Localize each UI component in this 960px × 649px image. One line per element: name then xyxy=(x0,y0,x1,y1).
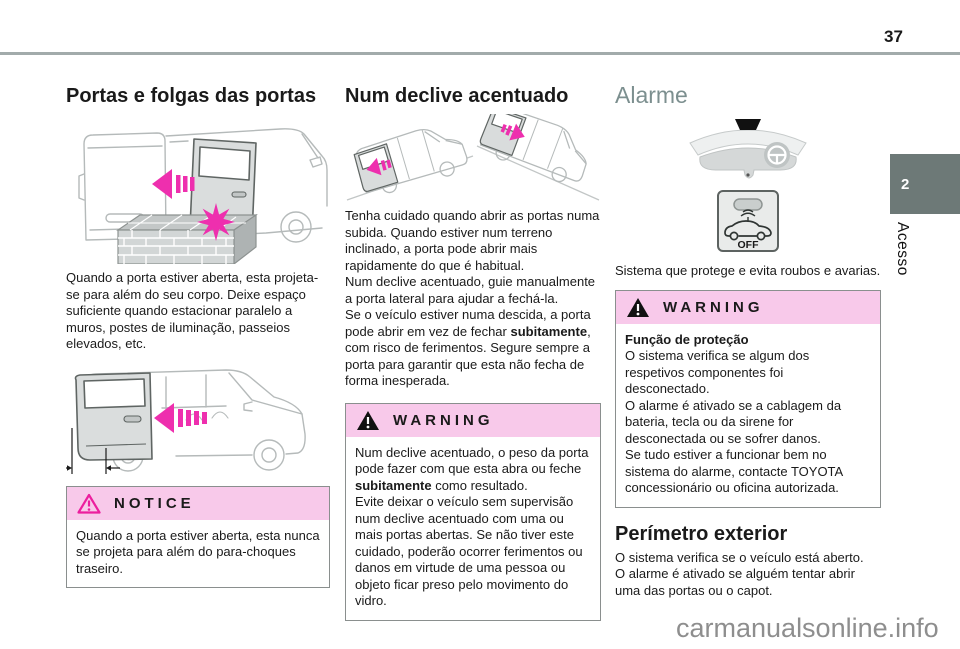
warning-alarme-p1: O sistema verifica se algum dos respetiv… xyxy=(625,348,810,396)
section-title-portas: Portas e folgas das portas xyxy=(66,85,317,107)
column-alarme: Alarme OFF xyxy=(615,82,881,599)
warning-header: WARNING xyxy=(346,403,600,437)
warning-triangle-icon xyxy=(627,297,649,317)
van-door-wall-illustration xyxy=(78,128,328,264)
section-title-declive: Num declive acentuado xyxy=(345,85,569,107)
door-motion-arrow xyxy=(154,402,207,433)
dashboard-overhead-icon xyxy=(689,119,807,179)
watermark-text: carmanualsonline.info xyxy=(676,613,939,643)
alarm-button-label: OFF xyxy=(738,239,760,251)
notice-triangle-icon xyxy=(77,493,101,514)
column-declive: Num declive acentuado xyxy=(345,84,601,621)
portas-paragraph: Quando a porta estiver aberta, esta proj… xyxy=(66,270,319,351)
warning-declive-p1: Num declive acentuado, o peso da porta p… xyxy=(355,444,589,493)
header-rule xyxy=(0,52,960,55)
section-title-perimetro: Perímetro exterior xyxy=(615,522,788,545)
chapter-tab-number: 2 xyxy=(901,175,910,193)
section-title-alarme: Alarme xyxy=(615,82,688,108)
vans-on-slope-illustration xyxy=(346,114,600,201)
door-motion-arrow xyxy=(366,157,392,176)
warning-alarme-heading: Função de proteção xyxy=(625,331,749,347)
perimetro-p2: O alarme é ativado se alguém tentar abri… xyxy=(615,566,855,598)
column-portas: Portas e folgas das portas xyxy=(66,84,330,588)
warning-title: WARNING xyxy=(663,298,764,316)
declive-paragraph-2: Num declive acentuado, guie manualmente … xyxy=(345,274,596,306)
warning-header: WARNING xyxy=(616,290,880,324)
door-motion-arrow xyxy=(152,169,195,199)
warning-alarme-p3: Se tudo estiver a funcionar bem no siste… xyxy=(625,447,843,495)
notice-body: Quando a porta estiver aberta, esta nunc… xyxy=(76,527,320,576)
chapter-tab-label: Acesso xyxy=(894,222,911,276)
alarm-off-button-icon: OFF xyxy=(717,190,779,252)
notice-title: NOTICE xyxy=(114,494,195,512)
chapter-tab: 2 xyxy=(890,154,960,214)
alarme-intro: Sistema que protege e evita roubos e ava… xyxy=(615,263,881,278)
warning-box-declive: WARNING Num declive acentuado, o peso da… xyxy=(345,402,601,621)
notice-header: NOTICE xyxy=(67,486,329,520)
impact-starburst xyxy=(197,203,235,241)
warning-title: WARNING xyxy=(393,411,494,429)
door-motion-arrow xyxy=(500,123,525,141)
warning-declive-p2: Evite deixar o veículo sem supervisão nu… xyxy=(355,494,583,608)
warning-triangle-icon xyxy=(357,410,379,430)
notice-box: NOTICE Quando a porta estiver aberta, es… xyxy=(66,485,330,588)
warning-box-alarme: WARNING Função de proteção O sistema ver… xyxy=(615,289,881,508)
perimetro-p1: O sistema verifica se o veículo está abe… xyxy=(615,549,864,565)
page-number: 37 xyxy=(884,27,903,46)
van-side-door-overhang-illustration xyxy=(66,368,306,474)
declive-paragraph-1: Tenha cuidado quando abrir as portas num… xyxy=(345,208,600,273)
declive-paragraph-3: Se o veículo estiver numa descida, a por… xyxy=(345,307,591,388)
warning-alarme-p2: O alarme é ativado se a cablagem da bate… xyxy=(625,397,842,446)
